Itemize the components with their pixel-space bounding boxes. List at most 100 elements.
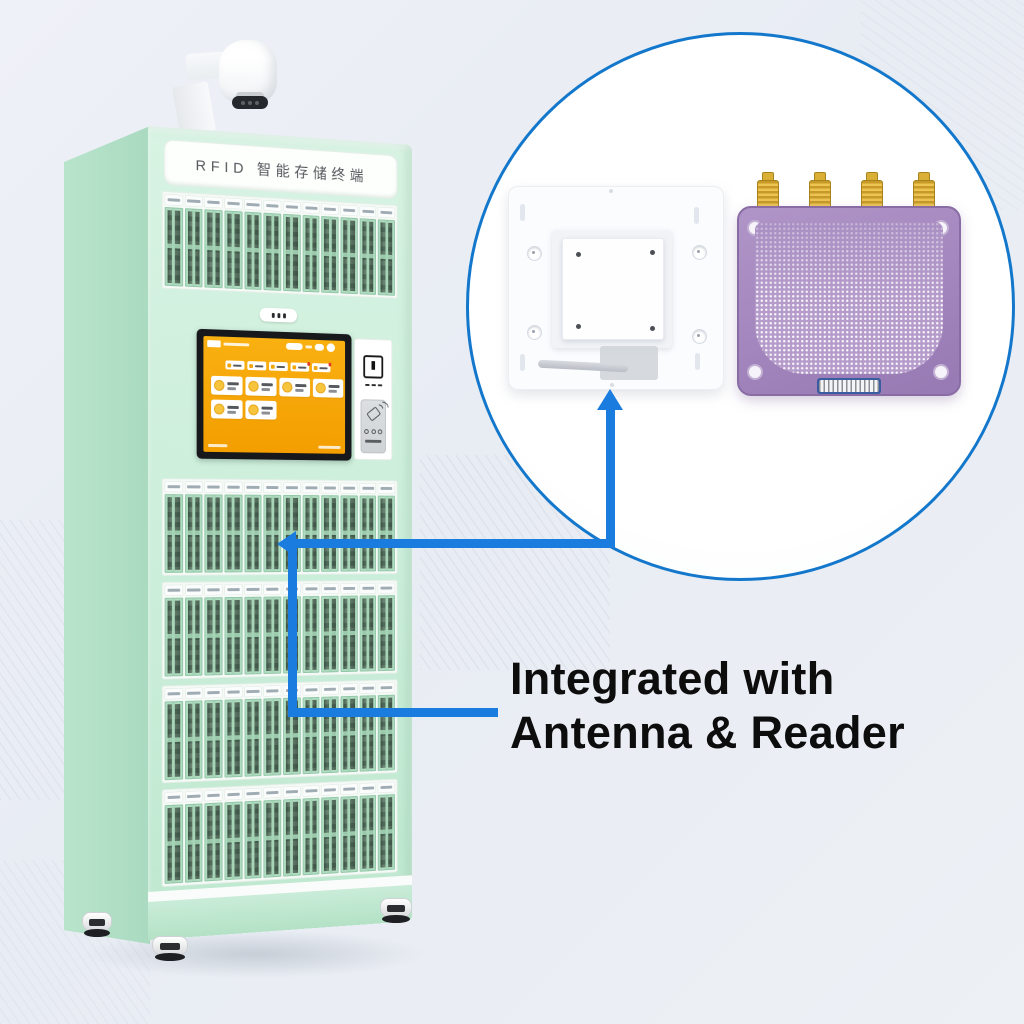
locker-door — [283, 799, 300, 877]
slot-label — [359, 783, 376, 794]
locker-door — [205, 597, 223, 675]
screen-card-grid — [203, 336, 345, 341]
card-title-text — [295, 384, 306, 387]
locker-door — [378, 595, 395, 671]
screen-app-card[interactable] — [245, 377, 276, 396]
slot-label — [302, 482, 319, 493]
slot-label — [205, 790, 223, 802]
slot-label — [302, 684, 319, 695]
locker-door — [225, 699, 243, 777]
camera-lens-icon — [232, 96, 268, 109]
locker-door — [244, 495, 262, 573]
slot-label — [341, 483, 358, 494]
screen-top-button[interactable] — [315, 344, 324, 351]
slot-label — [341, 583, 358, 594]
card-icon — [214, 380, 225, 391]
locker-door — [378, 496, 395, 572]
antenna-inner-screw — [650, 326, 655, 331]
screen-app-card[interactable] — [245, 400, 276, 419]
locker-door — [165, 494, 183, 573]
leveling-foot — [380, 898, 412, 923]
locker-door — [205, 802, 223, 881]
touchscreen-display[interactable] — [203, 336, 345, 454]
tab-icon — [249, 364, 253, 368]
screen-tab[interactable] — [312, 363, 330, 372]
antenna-mount-slot — [694, 207, 699, 224]
slot-label — [359, 683, 376, 694]
antenna-corner-screw — [527, 246, 542, 261]
reader-perforated-panel — [755, 222, 943, 374]
locker-bank-3 — [162, 679, 398, 783]
antenna-hole-bottom — [610, 383, 614, 387]
locker-door — [322, 495, 339, 572]
slot-label — [283, 786, 300, 798]
rfid-reader-module — [737, 170, 957, 392]
locker-door — [205, 494, 223, 572]
screen-tab[interactable] — [291, 362, 310, 371]
slot-label — [185, 584, 203, 595]
notification-badge — [328, 363, 331, 366]
slot-label — [185, 687, 203, 698]
screen-top-button[interactable] — [286, 343, 303, 350]
screen-logo — [207, 340, 220, 347]
screen-app-card[interactable] — [211, 376, 242, 396]
reader-corner-hole — [933, 364, 949, 380]
slot-label — [244, 686, 262, 697]
nfc-card-reader — [361, 399, 386, 453]
card-subtitle-text — [262, 411, 270, 414]
caption-text: Integrated with Antenna & Reader — [510, 652, 1024, 760]
slot-label — [359, 483, 376, 494]
screen-app-card[interactable] — [279, 378, 310, 397]
screen-tab[interactable] — [247, 361, 266, 370]
card-title-text — [227, 406, 238, 409]
slot-label — [165, 585, 183, 596]
screen-app-card[interactable] — [211, 400, 242, 419]
nfc-label-text — [365, 440, 381, 443]
slot-label — [378, 782, 395, 793]
screen-subtitle-text — [224, 343, 250, 347]
slot-label — [322, 684, 339, 695]
card-icon — [248, 381, 258, 392]
locker-door — [341, 596, 358, 673]
screen-avatar-icon[interactable] — [327, 343, 335, 352]
touchscreen[interactable] — [197, 329, 352, 461]
antenna-inner-screw — [576, 324, 581, 329]
caption-line-2: Antenna & Reader — [510, 706, 1024, 760]
locker-door — [244, 212, 262, 290]
locker-door — [359, 595, 376, 671]
locker-door — [244, 801, 262, 880]
slot-label-row — [165, 481, 395, 494]
antenna-mount-slot — [520, 354, 525, 371]
card-icon — [282, 382, 292, 393]
screen-app-card[interactable] — [313, 379, 343, 398]
locker-door — [359, 795, 376, 872]
caption-line-1: Integrated with — [510, 652, 1024, 706]
camera-pill — [260, 308, 297, 323]
locker-door — [283, 214, 300, 292]
locker-door — [165, 207, 183, 287]
card-icon — [214, 404, 225, 415]
locker-door — [185, 700, 203, 779]
screen-tab[interactable] — [269, 362, 288, 371]
antenna-corner-screw — [527, 325, 542, 340]
slot-label — [165, 194, 183, 206]
tab-label-text — [298, 366, 306, 368]
slot-label — [225, 482, 243, 493]
reader-bottom-connector — [817, 378, 881, 394]
screen-tab-row — [203, 336, 345, 341]
slot-label — [378, 207, 395, 219]
locker-bank-1 — [162, 478, 398, 576]
locker-door — [264, 800, 282, 878]
slot-label — [244, 788, 262, 800]
locker-door — [165, 701, 183, 780]
locker-door — [225, 210, 243, 289]
cabinet-header-sign: RFID 智能存储终端 — [164, 139, 398, 199]
slot-label — [244, 199, 262, 211]
locker-door — [225, 495, 243, 573]
card-title-text — [329, 385, 340, 388]
locker-door — [302, 495, 319, 572]
screen-tab[interactable] — [225, 360, 244, 369]
locker-door — [341, 796, 358, 873]
locker-door — [244, 597, 262, 675]
locker-door — [341, 217, 358, 294]
